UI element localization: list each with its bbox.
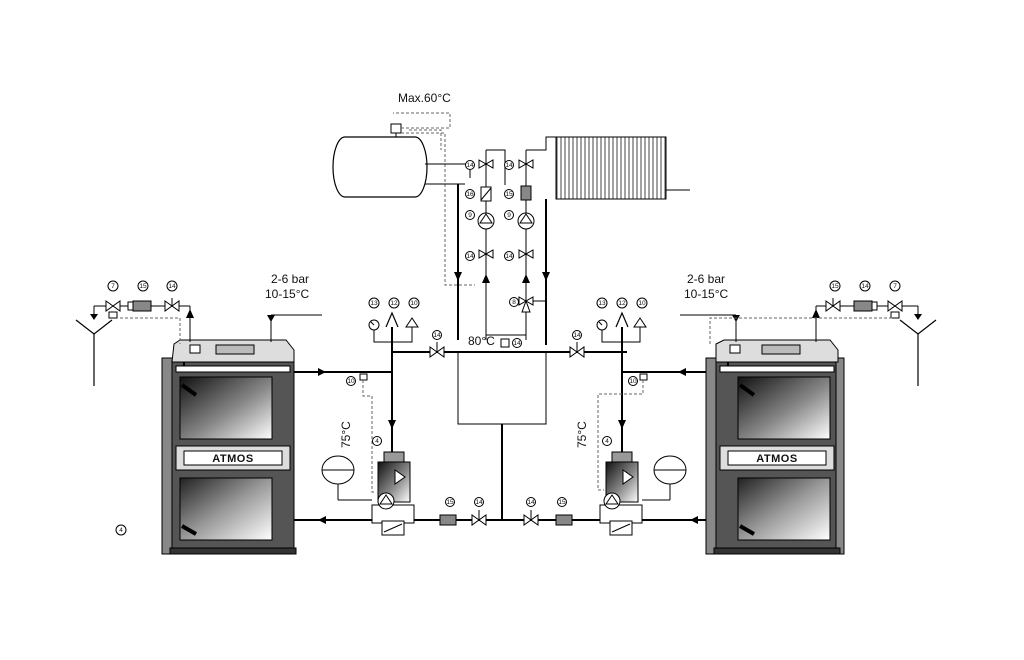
radiator-branch-valve-top[interactable]	[518, 159, 534, 169]
three-way-mixing-valve[interactable]	[518, 296, 534, 313]
right-return-valve[interactable]	[523, 510, 539, 526]
radiator	[555, 136, 667, 200]
svg-text:14: 14	[527, 499, 535, 506]
left-valve-14[interactable]	[164, 298, 180, 312]
svg-text:10: 10	[410, 300, 418, 307]
standalone-tag: 4	[119, 527, 123, 534]
left-supply-valve[interactable]	[429, 342, 445, 358]
right-supply-sensor	[639, 373, 648, 381]
svg-text:13: 13	[598, 300, 606, 307]
svg-text:14: 14	[433, 332, 441, 339]
right-temp-label: 10-15°C	[684, 287, 728, 301]
left-temp-label: 10-15°C	[265, 287, 309, 301]
svg-text:14: 14	[475, 499, 483, 506]
tank-sensor-line	[393, 112, 451, 129]
left-loading-unit	[371, 451, 415, 536]
svg-text:15: 15	[505, 191, 513, 198]
svg-text:14: 14	[573, 332, 581, 339]
left-air-vent	[385, 311, 399, 328]
left-boiler	[161, 339, 297, 555]
svg-text:14: 14	[466, 162, 474, 169]
svg-text:4: 4	[605, 438, 609, 445]
left-boiler-brand: ATMOS	[212, 453, 253, 465]
left-return-valve[interactable]	[471, 510, 487, 526]
tank-pump[interactable]	[477, 212, 495, 230]
svg-text:10: 10	[638, 300, 646, 307]
left-safety-valve	[405, 317, 419, 328]
tank-check-valve	[480, 186, 492, 202]
radiator-pump[interactable]	[517, 212, 535, 230]
left-return-filter	[439, 514, 457, 526]
svg-text:14: 14	[505, 253, 513, 260]
svg-text:12: 12	[618, 300, 626, 307]
svg-text:15: 15	[446, 499, 454, 506]
hot-water-tank	[332, 136, 428, 198]
svg-text:13: 13	[370, 300, 378, 307]
svg-text:14: 14	[505, 162, 513, 169]
left-filter-15	[127, 300, 152, 312]
svg-text:14: 14	[466, 253, 474, 260]
right-expansion-vessel	[642, 455, 687, 501]
svg-text:9: 9	[507, 212, 511, 219]
left-drain-funnel	[75, 306, 113, 386]
svg-text:4: 4	[375, 438, 379, 445]
svg-text:15: 15	[558, 499, 566, 506]
right-filter-14	[853, 300, 878, 312]
svg-text:8: 8	[512, 299, 516, 306]
right-air-vent	[615, 311, 629, 328]
svg-text:12: 12	[390, 300, 398, 307]
right-boiler-brand: ATMOS	[756, 453, 797, 465]
right-unit-pump[interactable]	[603, 492, 621, 510]
right-return-filter	[555, 514, 573, 526]
tank-branch-valve-top[interactable]	[478, 159, 494, 169]
svg-text:15: 15	[139, 283, 147, 290]
left-expansion-vessel	[321, 455, 372, 501]
temp-80-label: 80°C	[468, 334, 495, 348]
accumulation-tank	[457, 351, 547, 425]
right-75-label: 75°C	[575, 421, 589, 448]
max-temp-label: Max.60°C	[398, 91, 451, 105]
left-75-label: 75°C	[339, 421, 353, 448]
right-boiler	[705, 339, 845, 555]
svg-text:14: 14	[513, 340, 521, 347]
svg-text:14: 14	[861, 283, 869, 290]
svg-text:16: 16	[466, 191, 474, 198]
svg-text:10: 10	[347, 378, 355, 385]
radiator-branch-valve-bottom[interactable]	[518, 249, 534, 259]
svg-text:9: 9	[468, 212, 472, 219]
right-valve-15[interactable]	[825, 298, 841, 312]
left-valve-7[interactable]	[105, 300, 121, 319]
right-valve-7[interactable]	[887, 300, 903, 319]
left-unit-pump[interactable]	[377, 492, 395, 510]
radiator-filter	[520, 185, 532, 201]
right-loading-unit	[599, 451, 643, 536]
right-safety-valve	[633, 317, 647, 328]
tank-bottom-sensor	[500, 338, 510, 348]
left-pressure-label: 2-6 bar	[271, 272, 309, 286]
right-drain-funnel	[899, 306, 937, 386]
svg-text:15: 15	[831, 283, 839, 290]
right-pressure-label: 2-6 bar	[687, 272, 725, 286]
left-supply-sensor	[359, 373, 368, 381]
svg-text:7: 7	[111, 283, 115, 290]
svg-text:7: 7	[893, 283, 897, 290]
svg-text:14: 14	[168, 283, 176, 290]
svg-text:10: 10	[629, 378, 637, 385]
right-supply-valve[interactable]	[569, 342, 585, 358]
tank-thermostat	[390, 123, 402, 137]
tank-branch-valve-bottom[interactable]	[478, 249, 494, 259]
